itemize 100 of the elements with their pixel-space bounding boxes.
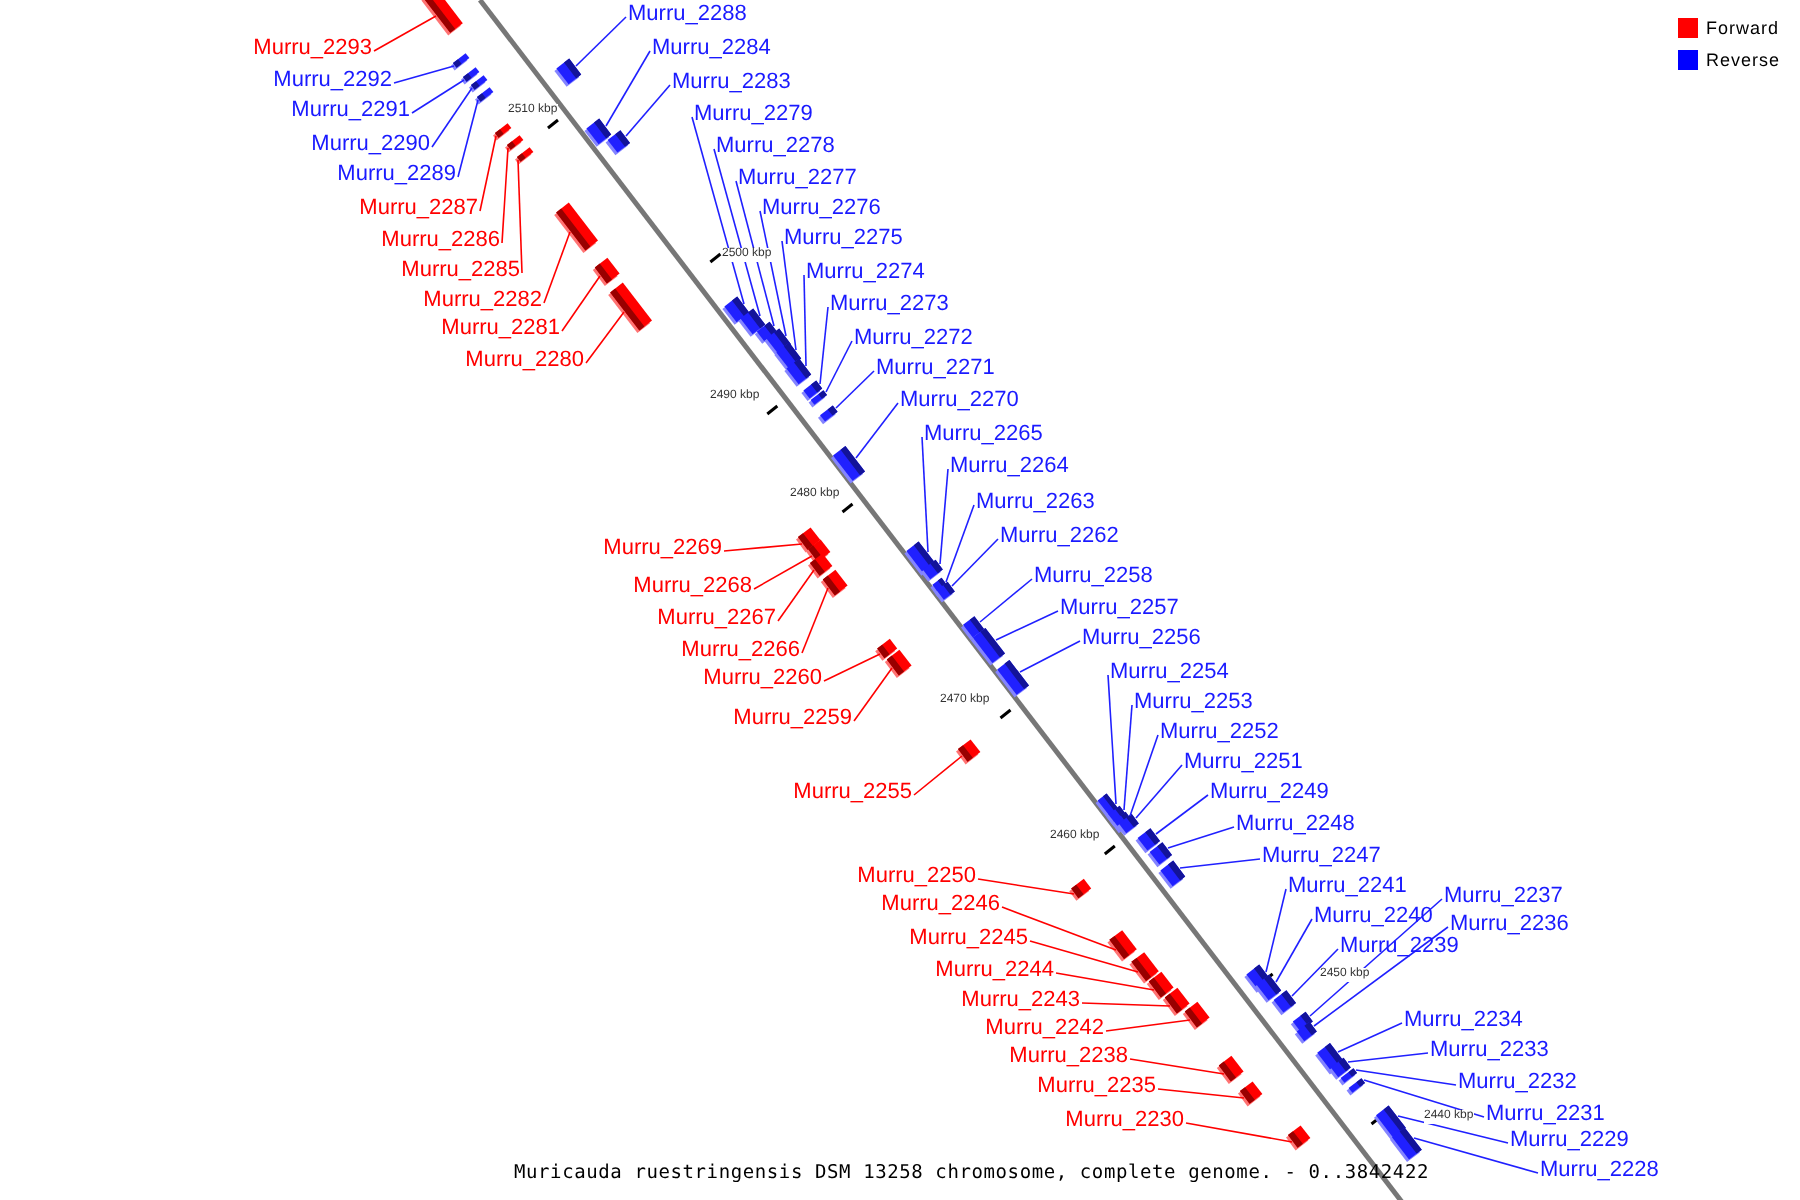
leader-line	[1081, 1002, 1171, 1007]
leader-line	[713, 148, 761, 317]
leader-line	[691, 116, 745, 305]
leader-line	[605, 50, 651, 127]
gene-block	[831, 446, 865, 484]
gene-label: Murru_2269	[603, 536, 722, 562]
leader-line	[979, 578, 1033, 623]
gene-label: Murru_2264	[950, 454, 1069, 480]
gene-label: Murru_2291	[291, 98, 410, 124]
gene-block	[1338, 1068, 1357, 1086]
gene-block	[1271, 990, 1296, 1016]
gene-block	[1182, 1001, 1210, 1030]
gene-label: Murru_2270	[900, 388, 1019, 414]
leader-line	[1413, 1137, 1539, 1174]
gene-label: Murru_2232	[1458, 1070, 1577, 1096]
gene-label: Murru_2262	[1000, 524, 1119, 550]
leader-line	[723, 543, 803, 552]
leader-line	[835, 370, 875, 409]
gene-label: Murru_2260	[703, 666, 822, 692]
gene-label: Murru_2258	[1034, 564, 1153, 590]
gene-label: Murru_2289	[337, 162, 456, 188]
gene-label: Murru_2229	[1510, 1128, 1629, 1154]
gene-block	[995, 660, 1029, 698]
leader-line	[1155, 794, 1209, 835]
gene-label: Murru_2285	[401, 258, 520, 284]
leader-line	[977, 878, 1075, 895]
leader-line	[801, 587, 829, 654]
gene-block	[1390, 1127, 1422, 1162]
gene-label: Murru_2233	[1430, 1038, 1549, 1064]
gene-label: Murru_2254	[1110, 660, 1229, 686]
gene-block	[1107, 930, 1137, 962]
gene-label: Murru_2266	[681, 638, 800, 664]
gene-label: Murru_2241	[1288, 874, 1407, 900]
leader-line	[501, 147, 509, 244]
gene-label: Murru_2251	[1184, 750, 1303, 776]
gene-block	[1116, 813, 1139, 836]
gene-label: Murru_2286	[381, 228, 500, 254]
gene-label: Murru_2249	[1210, 780, 1329, 806]
gene-block	[451, 53, 470, 71]
gene-block	[469, 75, 488, 93]
gene-label: Murru_2267	[657, 606, 776, 632]
leader-line	[457, 99, 479, 178]
gene-label: Murru_2246	[881, 892, 1000, 918]
leader-line	[1397, 1115, 1509, 1144]
gene-label: Murru_2281	[441, 316, 560, 342]
gene-label: Murru_2259	[733, 706, 852, 732]
gene-block	[1294, 1021, 1317, 1044]
leader-line	[517, 159, 523, 274]
leader-line	[585, 311, 625, 364]
leader-line	[1019, 640, 1081, 673]
gene-block	[1346, 1078, 1365, 1096]
leader-line	[819, 306, 829, 385]
gene-block	[505, 135, 524, 153]
leader-line	[1363, 1079, 1485, 1118]
leader-line	[1265, 888, 1287, 973]
gene-label: Murru_2245	[909, 926, 1028, 952]
leader-line	[431, 87, 473, 148]
gene-label: Murru_2292	[273, 68, 392, 94]
leader-line	[411, 79, 465, 114]
leader-line	[1105, 1019, 1191, 1032]
gene-label: Murru_2277	[738, 166, 857, 192]
gene-label: Murru_2235	[1037, 1074, 1156, 1100]
gene-label: Murru_2272	[854, 326, 973, 352]
leader-line	[753, 555, 813, 590]
gene-block	[493, 123, 512, 141]
leader-line	[1029, 940, 1139, 973]
gene-block	[818, 405, 838, 425]
gene-label: Murru_2255	[793, 780, 912, 806]
gene-block	[820, 569, 848, 598]
gene-label: Murru_2287	[359, 196, 478, 222]
gene-block	[1069, 878, 1092, 901]
gene-label: Murru_2276	[762, 196, 881, 222]
gene-block	[421, 0, 463, 36]
leader-line	[1129, 734, 1159, 817]
gene-block	[608, 282, 652, 333]
leader-line	[781, 240, 797, 351]
gene-block	[554, 202, 598, 253]
gene-block	[592, 257, 620, 286]
leader-line	[479, 135, 497, 212]
leader-line	[1123, 704, 1133, 811]
leader-line	[1135, 764, 1183, 819]
leader-line	[1355, 1069, 1457, 1086]
leader-line	[1001, 906, 1117, 951]
gene-label: Murru_2275	[784, 226, 903, 252]
gene-label: Murru_2230	[1065, 1108, 1184, 1134]
gene-label: Murru_2290	[311, 132, 430, 158]
gene-label: Murru_2256	[1082, 626, 1201, 652]
gene-label: Murru_2236	[1450, 912, 1569, 938]
gene-block	[808, 553, 833, 579]
gene-block	[1158, 860, 1186, 889]
leader-line	[803, 274, 807, 367]
leader-line	[393, 65, 455, 84]
gene-label: Murru_2247	[1262, 844, 1381, 870]
gene-label: Murru_2243	[961, 988, 1080, 1014]
gene-block	[1286, 1125, 1311, 1151]
gene-label: Murru_2273	[830, 292, 949, 318]
leader-line	[1275, 918, 1313, 983]
gene-label: Murru_2274	[806, 260, 925, 286]
leader-line	[853, 667, 893, 722]
gene-label: Murru_2248	[1236, 812, 1355, 838]
